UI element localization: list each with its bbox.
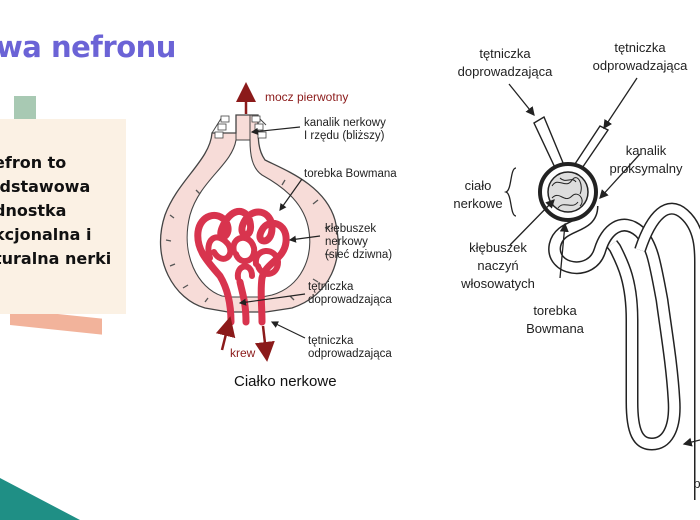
label-afferent-2: doprowadzająca	[458, 64, 553, 79]
blood-in-arrow	[215, 316, 236, 351]
label-tubule-1: kanalik	[626, 143, 667, 158]
label-renal-body-2: nerkowe	[453, 196, 502, 211]
label-bowman: torebka Bowmana	[304, 168, 397, 180]
label-afferent-1: tętniczka	[479, 46, 531, 61]
label-tubule-2: proksymalny	[610, 161, 683, 176]
tubule-cells	[214, 115, 267, 139]
glomerulus	[194, 208, 290, 326]
capsule-cells	[165, 179, 331, 303]
blood-out-arrow	[254, 325, 275, 362]
label-blood: krew	[230, 346, 256, 360]
label-afferent-1: tętniczka	[308, 281, 354, 293]
label-capillaries-1: kłębuszek	[469, 240, 527, 255]
label-bowman-1: torebka	[533, 303, 577, 318]
label-glomerulus-2: nerkowy	[325, 236, 368, 248]
label-efferent-1: tętniczka	[614, 40, 666, 55]
label-capillaries-2: naczyń	[477, 258, 518, 273]
info-card-text: efron to ldstawowa dnostka kcjonalna i t…	[0, 153, 112, 268]
label-tubule-1: kanalik nerkowy	[304, 117, 386, 129]
tubule	[211, 115, 267, 140]
right-pointer-lines	[508, 77, 700, 447]
label-urine: mocz pierwotny	[265, 90, 348, 104]
label-glomerulus-1: kłębuszek	[325, 223, 376, 235]
info-card	[0, 119, 126, 314]
label-glomerulus-3: (sieć dziwna)	[325, 249, 392, 261]
glomerulus-capillaries	[547, 171, 589, 213]
label-bowman-2: Bowmana	[526, 321, 585, 336]
label-efferent-1: tętniczka	[308, 335, 354, 347]
label-efferent-2: odprowadzająca	[593, 58, 688, 73]
label-efferent-2: odprowadzająca	[308, 348, 392, 360]
renal-body-bracket	[503, 167, 517, 217]
caption-renal-corpuscle: Ciałko nerkowe	[234, 373, 337, 390]
capillary-texture	[551, 177, 583, 209]
label-afferent-2: doprowadzająca	[308, 294, 392, 306]
label-tubule-2: I rzędu (bliższy)	[304, 130, 385, 142]
label-renal-body-1: ciało	[465, 178, 492, 193]
label-partial-p: p	[693, 476, 700, 491]
left-pointer-lines	[238, 126, 321, 339]
label-capillaries-3: włosowatych	[460, 276, 535, 291]
slide-title: wa nefronu	[0, 30, 176, 64]
